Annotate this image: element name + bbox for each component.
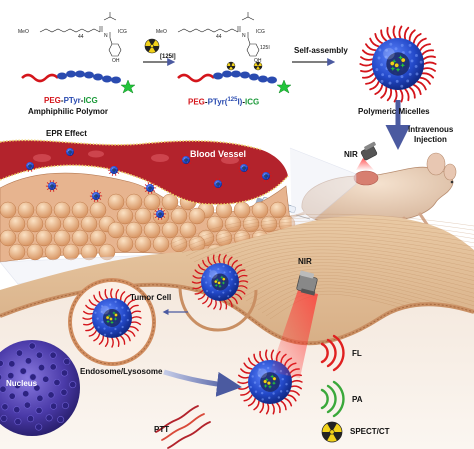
micelle-in-endosome [82,288,142,348]
icg-star-right-icon [276,79,292,94]
micelle-entering-cell [191,253,249,311]
micelle-top [359,25,437,103]
radioactive-icon [144,38,160,54]
chem-n44-right: 44 [216,34,222,40]
spect-radioactive-icon [321,421,343,443]
endosome-label: Endosome/Lysosome [80,367,163,376]
chem-structure-left [39,12,122,57]
amphiphilic-label: Amphiphilic Polymor [28,107,109,116]
chem-icg-left: ICG [118,29,127,35]
pa-wave-icon [320,380,345,418]
nir-top-label: NIR [344,150,358,159]
chem-oh-right: OH [254,58,262,64]
chem-oh-left: OH [112,58,120,64]
icg-star-left-icon [120,79,136,94]
chem-i125-right: 125I [260,45,270,51]
chem-meo-left: MeO [18,29,29,35]
ptt-label: PTT [154,425,170,434]
chem-meo-right: MeO [156,29,167,35]
spect-label: SPECT/CT [350,427,390,436]
peg-ptyr-i-icg-label: PEG-PTyr(125I)-ICG [188,97,260,107]
chem-icg-right: ICG [256,29,265,35]
polymer-chain-right [177,61,292,94]
intravenous-label-line2: Injection [414,135,447,144]
zoom-cone-vessel [289,147,357,239]
peg-ptyr-icg-label: PEG-PTyr-ICG [44,96,98,105]
chem-n44-left: 44 [78,34,84,40]
nucleus [0,340,80,436]
epr-label: EPR Effect [46,129,87,138]
pa-label: PA [352,395,363,404]
isotope-label: [125I] [160,54,176,60]
radio-small-icons [226,61,263,71]
nir-laser [270,270,318,378]
ptt-heat-wave-icon [155,405,211,449]
polymeric-micelles-label: Polymeric Micelles [358,107,430,116]
polymer-chain-left [21,70,136,94]
chem-n-right: N [242,33,246,39]
intravenous-label-line1: Intravenous [408,125,454,134]
circulating-micelles [23,146,273,220]
fl-wave-icon [320,334,345,372]
chem-structure-right [177,12,260,57]
nucleus-label: Nucleus [6,379,38,388]
blood-vessel-label: Blood Vessel [190,149,247,159]
fl-label: FL [352,349,362,358]
self-assembly-label: Self-assembly [294,46,348,55]
chem-n-left: N [104,33,108,39]
nir-device-top-icon [356,141,378,170]
tumor-cell-label: Tumor Cell [130,293,172,302]
nuclear-pores [0,342,77,431]
nir-tumor-label: NIR [298,257,312,266]
release-arrow [163,369,242,397]
